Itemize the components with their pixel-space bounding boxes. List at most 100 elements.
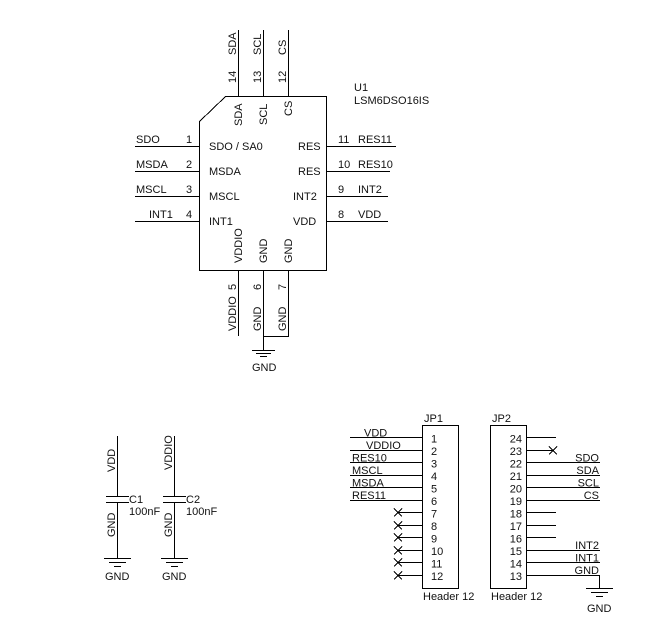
u1-right-pin-10[interactable]: 10 RES10 RES [298,159,393,178]
u1-left-pin-2[interactable]: MSDA 2 MSDA [135,159,241,178]
no-connect-icon [548,446,558,455]
jp1-pin-11[interactable]: 11 [393,558,442,571]
net-label: MSCL [136,184,167,196]
net-label: RES10 [352,453,387,465]
pin-number: 19 [510,496,522,508]
pin-number: 13 [252,71,264,83]
jp2-pin-16[interactable]: 16 [510,534,556,546]
u1-bottom-pin-5[interactable]: VDDIO VDDIO 5 [227,228,245,336]
c1-value: 100nF [129,506,160,518]
jp2-pin-17[interactable]: 17 [510,521,556,533]
jp1-header[interactable]: JP1 Header 12 1VDD2VDDIO3RES104MSCL5MSDA… [350,413,474,603]
net-label: GND [252,307,264,332]
net-label: VDD [364,428,387,440]
jp2-part: Header 12 [491,591,542,603]
jp2-body [490,425,527,589]
pin-number: 1 [431,434,437,446]
c2-top-net: VDDIO [163,435,175,470]
jp1-part: Header 12 [423,591,474,603]
jp2-pin-23[interactable]: 23 [510,446,558,458]
c2-value: 100nF [186,506,217,518]
u1-top-pin-scl[interactable]: SCL 13 SCL [252,30,270,125]
pin-number: 16 [510,534,522,546]
pin-number: 14 [227,71,239,83]
net-label: SDO [136,134,160,146]
jp2-pin-14[interactable]: 14 INT1 [510,553,600,571]
net-label: RES11 [352,490,386,502]
jp2-pin-19[interactable]: 19 CS [510,490,600,508]
pin-name: VDD [293,216,316,228]
pin-name: VDDIO [233,228,245,263]
pin-number: 2 [431,446,437,458]
u1-gnd-symbol: GND [252,350,277,374]
jp2-pin-24[interactable]: 24 [510,434,556,446]
pin-name: INT1 [209,216,233,228]
jp1-pin-3[interactable]: 3 RES10 [350,453,437,471]
c1-gnd-label: GND [105,571,130,583]
pin-number: 14 [510,559,522,571]
u1-left-pin-3[interactable]: MSCL 3 MSCL [135,184,240,203]
no-connect-icon [393,571,403,580]
pin-number: 9 [338,184,344,196]
c2-gnd-label: GND [162,571,187,583]
c1-component[interactable]: VDD GND C1 100nF GND [104,436,160,583]
jp2-pin-18[interactable]: 18 [510,509,556,521]
pin-number: 12 [277,71,289,83]
pin-name: SDA [233,103,245,126]
u1-right-pin-11[interactable]: 11 RES11 RES [298,134,396,153]
pin-number: 3 [186,184,192,196]
u1-bottom-pin-6[interactable]: GND GND 6 [252,239,270,351]
pin-number: 8 [338,209,344,221]
pin-number: 4 [431,471,437,483]
pin-number: 11 [338,134,349,146]
u1-right-pin-9[interactable]: 9 INT2 INT2 [293,184,388,203]
jp1-pin-1[interactable]: 1 VDD [350,428,437,446]
jp1-pin-7[interactable]: 7 [393,508,437,521]
u1-left-pin-4[interactable]: INT1 4 INT1 [135,209,233,228]
pin-number: 11 [431,559,442,571]
c2-component[interactable]: VDDIO GND C2 100nF GND [161,435,217,583]
jp1-pin-8[interactable]: 8 [393,521,437,533]
net-label: SDA [227,32,239,55]
pin-name: SDO / SA0 [209,141,263,153]
net-label: MSDA [136,159,168,171]
pin-name: SCL [258,104,270,125]
u1-top-pin-sda[interactable]: SDA 14 SDA [227,30,245,126]
net-label: SDA [576,465,599,477]
pin-number: 7 [431,509,437,521]
jp1-pin-9[interactable]: 9 [393,533,437,546]
u1-top-pin-cs[interactable]: CS 12 CS [277,30,295,116]
jp1-pin-12[interactable]: 12 [393,571,443,583]
net-label: INT2 [358,184,382,196]
c2-bottom-net: GND [163,513,175,538]
net-label: CS [277,40,289,55]
jp1-pin-4[interactable]: 4 MSCL [350,465,437,483]
pin-number: 2 [186,159,192,171]
net-label: INT1 [575,553,599,565]
no-connect-icon [393,533,403,542]
pin-number: 5 [431,484,437,496]
pin-number: 22 [510,459,522,471]
pin-number: 3 [431,459,437,471]
u1-right-pin-8[interactable]: 8 VDD VDD [293,209,388,228]
c1-bottom-net: GND [106,513,118,538]
net-label: RES10 [358,159,393,171]
jp2-pin-21[interactable]: 21 SDA [510,465,600,483]
jp1-pin-10[interactable]: 10 [393,546,443,558]
u1-left-pin-1[interactable]: SDO 1 SDO / SA0 [135,134,263,153]
net-label: CS [584,490,599,502]
pin-number: 20 [510,484,522,496]
u1-bottom-pin-7[interactable]: GND GND 7 [277,239,295,337]
pin-number: 10 [431,546,443,558]
net-label: MSCL [352,465,383,477]
pin-name: GND [258,239,270,264]
pin-number: 21 [510,471,522,483]
